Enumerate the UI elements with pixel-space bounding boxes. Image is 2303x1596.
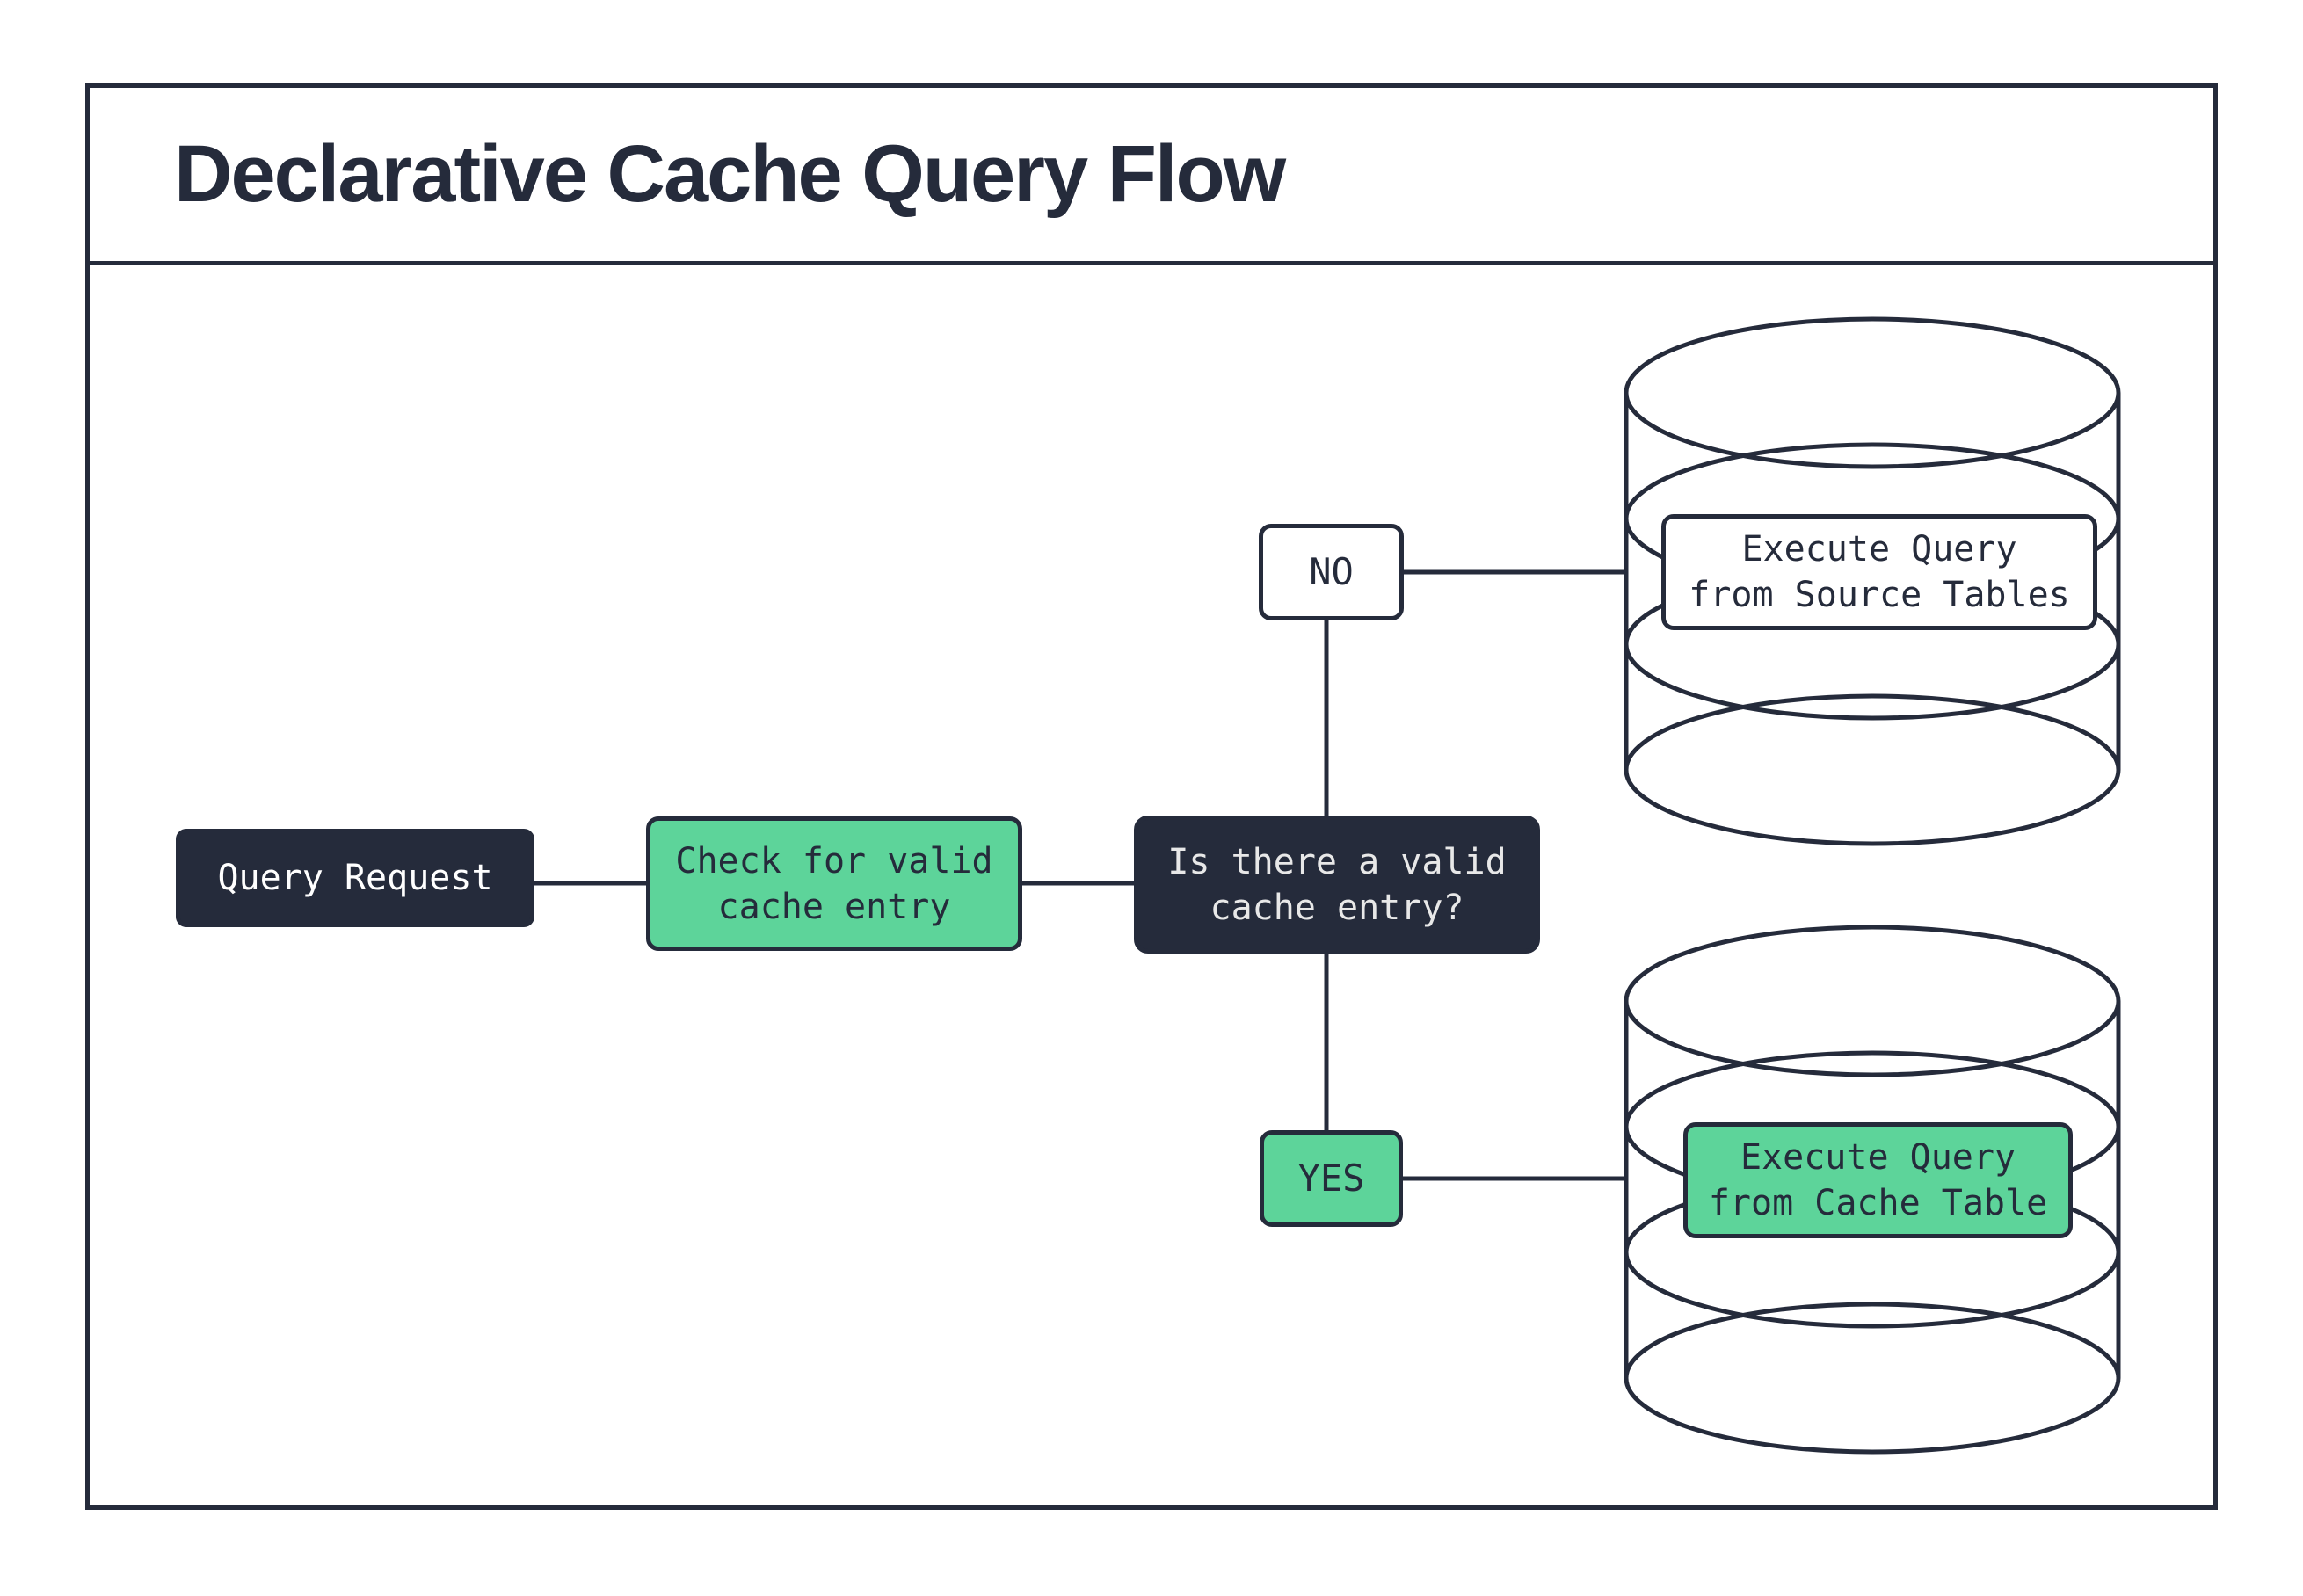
execute-source-label: Execute Query from Source Tables bbox=[1689, 529, 2070, 615]
node-execute-source-tables: Execute Query from Source Tables bbox=[1661, 514, 2097, 630]
node-check-cache-label: Check for valid cache entry bbox=[675, 840, 993, 927]
cache-database-cylinder-icon bbox=[1626, 927, 2118, 1452]
node-query-request-label: Query Request bbox=[217, 858, 493, 898]
node-execute-cache-table: Execute Query from Cache Table bbox=[1683, 1122, 2073, 1238]
diagram-frame: Declarative Cache Query Flow bbox=[85, 83, 2218, 1510]
node-decision-valid-cache: Is there a valid cache entry? bbox=[1134, 816, 1540, 954]
branch-no-label: NO bbox=[1309, 549, 1354, 593]
node-branch-yes: YES bbox=[1260, 1130, 1403, 1227]
node-check-cache: Check for valid cache entry bbox=[646, 816, 1022, 951]
node-query-request: Query Request bbox=[176, 829, 534, 927]
page-title: Declarative Cache Query Flow bbox=[174, 129, 1286, 219]
node-decision-label: Is there a valid cache entry? bbox=[1167, 841, 1507, 928]
branch-yes-label: YES bbox=[1297, 1156, 1365, 1200]
diagram-header: Declarative Cache Query Flow bbox=[90, 88, 2213, 265]
execute-cache-label: Execute Query from Cache Table bbox=[1708, 1137, 2048, 1223]
node-branch-no: NO bbox=[1259, 524, 1404, 620]
